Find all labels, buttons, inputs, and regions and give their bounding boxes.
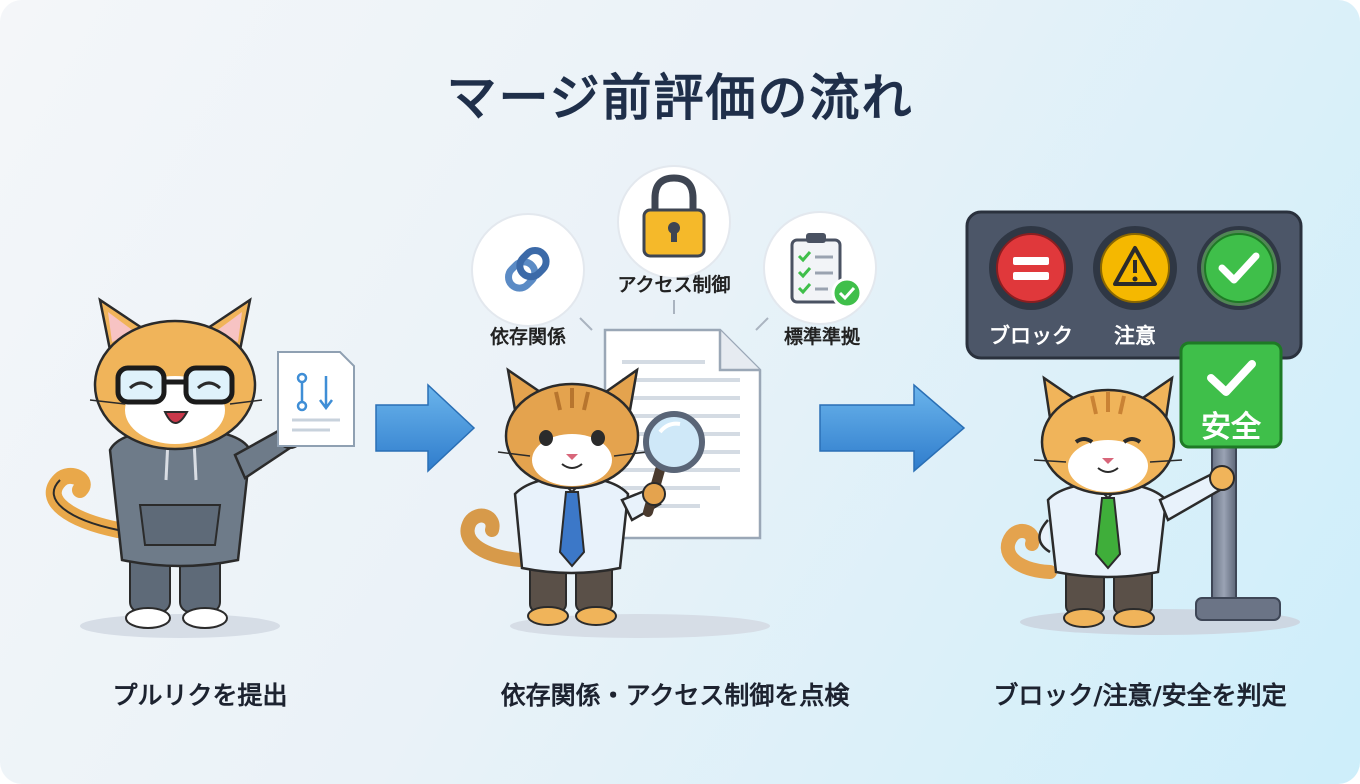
lock-icon (642, 174, 706, 258)
compliance-label: 標準準拠 (783, 326, 860, 348)
block-label: ブロック (989, 324, 1073, 348)
flow-arrow-1 (375, 383, 476, 473)
pull-request-document (277, 351, 355, 447)
traffic-signal-board (965, 210, 1303, 360)
shadow (80, 614, 280, 638)
step-2-caption: 依存関係・アクセス制御を点検 (500, 681, 850, 710)
caution-label: 注意 (1114, 324, 1156, 348)
equals-icon (1013, 257, 1049, 280)
safe-sign-label: 安全 (1201, 410, 1261, 445)
link-icon-badge (471, 213, 585, 327)
submitter-cat (45, 297, 355, 629)
lock-icon-badge (617, 165, 731, 279)
checklist-icon (790, 233, 863, 309)
inspector-cat (460, 367, 705, 626)
dependency-label: 依存関係 (489, 326, 566, 348)
warning-icon (1113, 246, 1157, 286)
shadow (510, 614, 770, 638)
pull-request-icon (296, 372, 333, 412)
page-title: マージ前評価の流れ (446, 69, 914, 127)
access-control-label: アクセス制御 (617, 274, 731, 296)
link-icon (505, 247, 550, 292)
check-icon (1218, 252, 1260, 284)
step-3-caption: ブロック/注意/安全を判定 (993, 681, 1287, 710)
judge-cat (1000, 375, 1235, 628)
checklist-icon-badge (763, 211, 877, 325)
safe-signpost (1179, 341, 1283, 621)
flow-arrow-2 (819, 383, 966, 473)
step-1-caption: プルリクを提出 (112, 681, 288, 710)
